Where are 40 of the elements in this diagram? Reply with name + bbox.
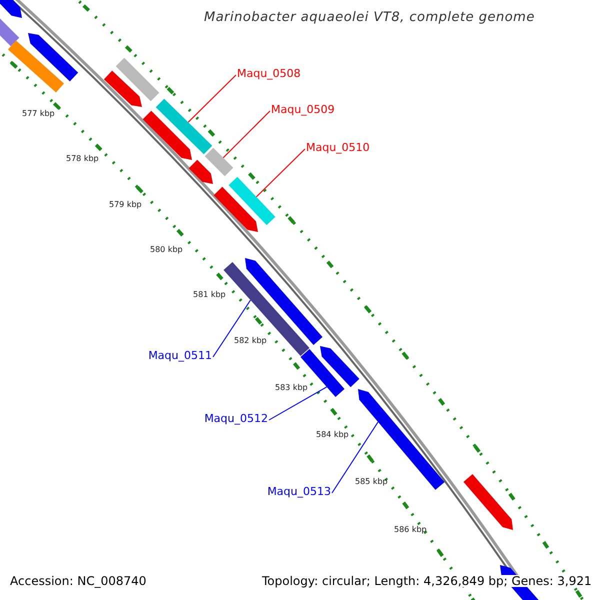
scale-label: 578 kbp (66, 155, 99, 163)
scale-label: 577 kbp (22, 110, 55, 118)
scale-label: 581 kbp (193, 291, 226, 299)
leader-line (212, 300, 251, 358)
gene-segment (204, 148, 234, 176)
scale-label: 582 kbp (234, 337, 267, 345)
leader-line (188, 74, 236, 123)
gene-segment (463, 474, 513, 530)
gene-segment (320, 346, 360, 388)
scale-label: 585 kbp (355, 478, 388, 486)
gene-label: Maqu_0509 (271, 104, 335, 115)
leader-line (222, 110, 270, 158)
chart-title: Marinobacter aquaeolei VT8, complete genome (204, 11, 535, 24)
gene-segment (8, 40, 64, 92)
gene-segment (104, 70, 142, 107)
gene-segment (224, 262, 310, 356)
gene-label: Maqu_0511 (148, 350, 212, 361)
scale-label: 583 kbp (275, 384, 308, 392)
gene-label: Maqu_0513 (267, 486, 331, 497)
gene-label: Maqu_0508 (237, 68, 301, 79)
scale-label: 579 kbp (109, 201, 142, 209)
gene-label: Maqu_0510 (306, 142, 370, 153)
gene-segment (28, 33, 78, 82)
gene-segment (228, 176, 276, 226)
gene-segment (214, 186, 258, 232)
gene-segment (0, 18, 20, 46)
genome-stats-text: Topology: circular; Length: 4,326,849 bp; Genes: 3,921 (262, 575, 592, 587)
gene-segment (156, 98, 212, 154)
scale-label: 586 kbp (394, 526, 427, 534)
leader-line (268, 386, 328, 420)
leader-line (256, 148, 306, 198)
scale-label: 584 kbp (316, 431, 349, 439)
gene-segment (188, 160, 213, 184)
gene-segment (142, 110, 192, 160)
gene-segment (116, 58, 160, 102)
leader-line (332, 421, 379, 494)
gene-label: Maqu_0512 (204, 413, 268, 424)
gene-segment (0, 0, 22, 18)
scale-label: 580 kbp (150, 246, 183, 254)
accession-text: Accession: NC_008740 (10, 575, 146, 587)
